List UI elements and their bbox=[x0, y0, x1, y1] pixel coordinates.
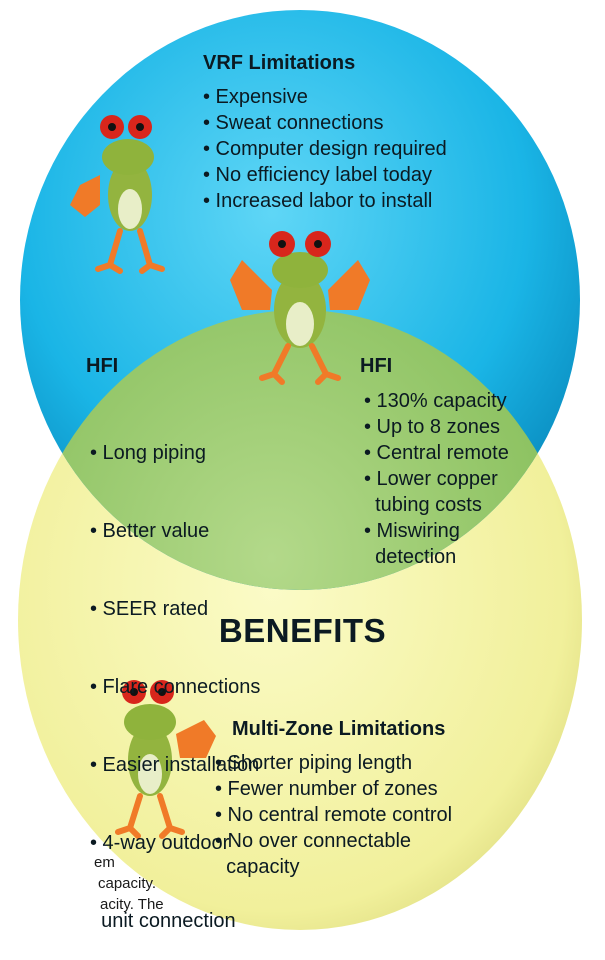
frog-icon bbox=[115, 680, 216, 839]
frog-icon bbox=[70, 115, 165, 274]
list-item: • No efficiency label today bbox=[203, 164, 432, 186]
hfi-right-title: HFI bbox=[360, 355, 393, 377]
list-item: • Better value bbox=[90, 520, 210, 542]
list-item: • Increased labor to install bbox=[203, 190, 433, 212]
list-item: • Easier installation bbox=[90, 754, 260, 776]
vrf-limitations-list: • Expensive • Sweat connections • Comput… bbox=[203, 84, 447, 214]
vrf-limitations-title: VRF Limitations bbox=[203, 52, 356, 74]
partial-text-line: acity. The bbox=[100, 896, 164, 913]
overlap-region bbox=[20, 310, 580, 590]
multi-zone-limitations-list: • Shorter piping length • Fewer number o… bbox=[215, 750, 452, 880]
list-item: • Flare connections bbox=[90, 676, 261, 698]
list-item: • Long piping bbox=[90, 442, 206, 464]
multi-zone-limitations-title: Multi-Zone Limitations bbox=[232, 718, 446, 740]
list-item: • Lower copper bbox=[364, 468, 498, 490]
benefits-label: BENEFITS bbox=[218, 612, 387, 649]
hfi-left-title: HFI bbox=[86, 355, 119, 377]
list-item: • 130% capacity bbox=[364, 390, 507, 412]
list-item: • Shorter piping length bbox=[215, 752, 413, 774]
partial-text-line: capacity. bbox=[98, 875, 157, 892]
list-item: • Expensive bbox=[203, 86, 308, 108]
list-item: unit connection bbox=[90, 910, 236, 932]
partial-text-line: em bbox=[94, 854, 115, 871]
list-item: capacity bbox=[215, 856, 300, 878]
list-item: • Central remote bbox=[364, 442, 509, 464]
frog-icon bbox=[230, 231, 370, 385]
hfi-left-list: • Long piping • Better value • SEER rate… bbox=[90, 388, 260, 960]
list-item: detection bbox=[364, 546, 457, 568]
list-item: • No central remote control bbox=[215, 804, 453, 826]
list-item: • SEER rated bbox=[90, 598, 209, 620]
list-item: • Up to 8 zones bbox=[364, 416, 500, 438]
list-item: • Fewer number of zones bbox=[215, 778, 438, 800]
list-item: • Miswiring bbox=[364, 520, 460, 542]
hfi-right-list: • 130% capacity • Up to 8 zones • Centra… bbox=[364, 388, 509, 570]
list-item: • 4-way outdoor bbox=[90, 832, 230, 854]
list-item: tubing costs bbox=[364, 494, 482, 516]
list-item: • Computer design required bbox=[203, 138, 447, 160]
list-item: • No over connectable bbox=[215, 830, 412, 852]
list-item: • Sweat connections bbox=[203, 112, 384, 134]
